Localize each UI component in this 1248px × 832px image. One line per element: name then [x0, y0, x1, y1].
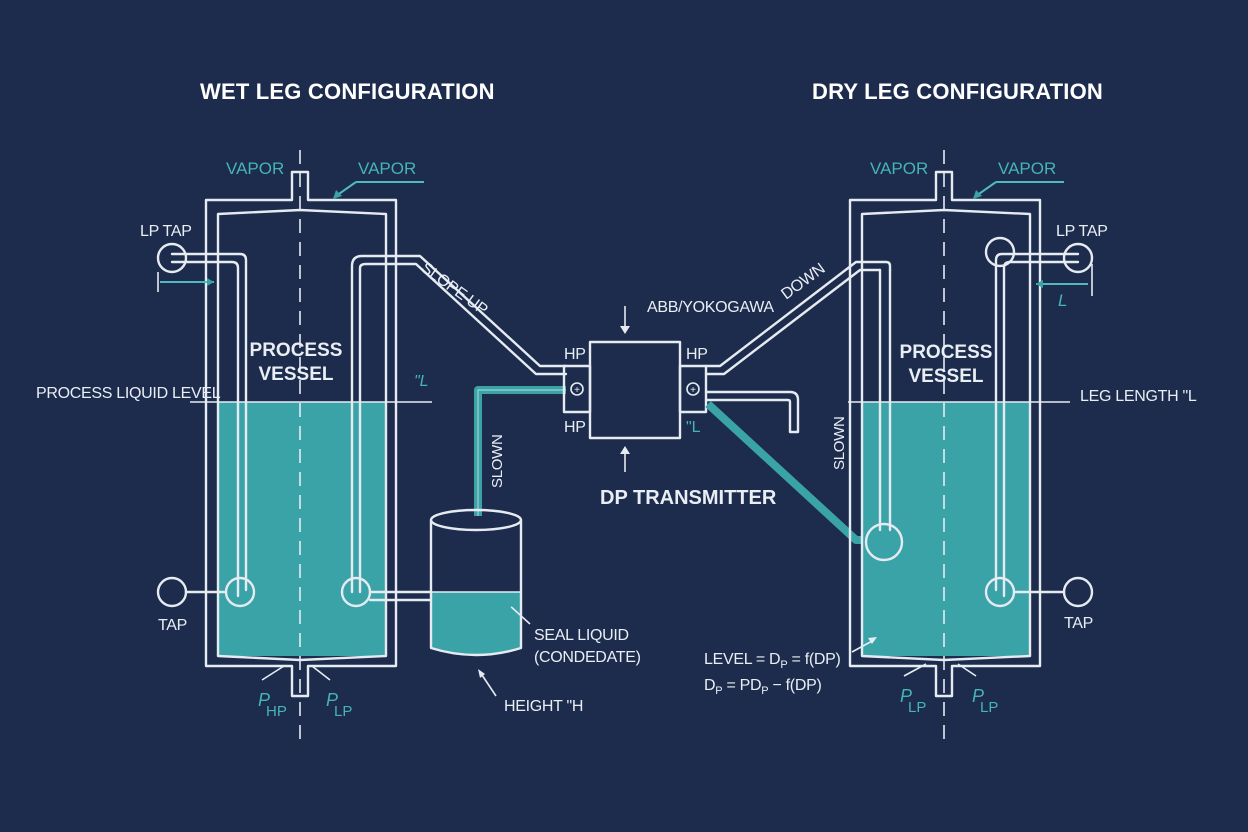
- p-lp2-pointer: [957, 663, 977, 677]
- right-internal-pipe-b: [878, 268, 892, 532]
- p-lp2-label-sub: LP: [980, 699, 998, 716]
- height-pointer: [479, 671, 497, 697]
- seal-pot-body: [429, 518, 523, 657]
- hp-port-right: [678, 364, 708, 414]
- left-vapor-label-1: VAPOR: [226, 159, 284, 178]
- left-vessel-label-line1: PROCESS: [250, 340, 343, 361]
- wet-leg-title: WET LEG CONFIGURATION: [200, 79, 495, 104]
- left-impulse-line: [390, 254, 568, 376]
- seal-pot: [429, 508, 523, 657]
- right-upper-pipe-elbow: [984, 236, 1016, 268]
- hp-left-top-label: HP: [564, 346, 586, 363]
- hp-right-top-label: HP: [686, 346, 708, 363]
- height-arrowhead: [478, 669, 485, 678]
- wet-leg-vessel: [156, 150, 432, 745]
- dry-leg-teal-line: [705, 401, 882, 544]
- left-internal-pipe-a: [170, 252, 248, 598]
- abb-arrowhead: [620, 326, 630, 334]
- slope-up-label: SLOPE UP: [418, 259, 491, 318]
- p-lp-label-main: P: [326, 690, 338, 710]
- left-vapor-label-2: VAPOR: [358, 159, 416, 178]
- leg-length-label: LEG LENGTH "L: [1080, 388, 1197, 405]
- level-equation-arrowhead: [868, 637, 877, 644]
- seal-liquid: [431, 592, 521, 655]
- hp-port-left-screw: [570, 382, 584, 396]
- right-vessel-shell: [848, 170, 1042, 698]
- tap-right-label: TAP: [1064, 615, 1093, 632]
- right-vapor-label-2: VAPOR: [998, 159, 1056, 178]
- hp-port-right-screw: [686, 382, 700, 396]
- level-equation-pointer: [851, 639, 875, 653]
- p-hp-label-main: P: [258, 690, 270, 710]
- right-dry-leg-elbow: [864, 522, 904, 562]
- left-internal-pipe-b: [350, 254, 394, 594]
- lp-tap-right-label: LP TAP: [1056, 223, 1108, 240]
- hp-left-bottom-label: HP: [564, 419, 586, 436]
- seal-liquid-label-2: (CONDEDATE): [534, 649, 641, 666]
- right-impulse-line: [704, 260, 892, 376]
- height-h-label: HEIGHT "H: [504, 698, 583, 715]
- dp-transmitter-label: DP TRANSMITTER: [600, 487, 777, 509]
- dp-transmitter: + +: [562, 340, 708, 440]
- level-equation-line1: LEVEL = DP = f(DP): [704, 651, 841, 671]
- tap-right: [1062, 576, 1094, 608]
- seal-pot-top: [429, 508, 523, 532]
- p-lp1-label-sub: LP: [908, 699, 926, 716]
- p-lp-pointer: [311, 665, 331, 681]
- tap-left-label: TAP: [158, 617, 187, 634]
- right-vapor-label-1: VAPOR: [870, 159, 928, 178]
- p-lp1-label-main: P: [900, 686, 912, 706]
- plus-icon-left: +: [574, 385, 580, 396]
- dp-transmitter-body: [588, 340, 682, 440]
- p-hp-pointer: [261, 665, 285, 681]
- process-liquid-level-label: PROCESS LIQUID LEVEL: [36, 385, 221, 402]
- lp-tap-left: [156, 242, 188, 274]
- slown-right-label: SLOWN: [831, 416, 848, 470]
- seal-liquid-label-1: SEAL LIQUID: [534, 627, 629, 644]
- tap-left: [156, 576, 188, 608]
- lp-tap-left-label: LP TAP: [140, 223, 192, 240]
- p-lp-label-sub: LP: [334, 703, 352, 720]
- down-label: DOWN: [778, 260, 828, 303]
- right-l-mark: L: [1058, 291, 1067, 310]
- p-lp1-pointer: [903, 663, 927, 677]
- seal-pot-feed-line: [368, 590, 432, 602]
- right-vessel-label-line2: VESSEL: [909, 366, 984, 387]
- wet-leg-teal-line-edge: [477, 389, 566, 516]
- p-hp-label-sub: HP: [266, 703, 287, 720]
- slown-left-label: SLOWN: [489, 434, 506, 488]
- l-right-label: "L: [686, 419, 701, 436]
- left-vapor-arrowhead: [333, 190, 342, 199]
- level-equation-line2: DP = PDP − f(DP): [704, 677, 822, 697]
- right-lp-tap-arrowhead: [1036, 280, 1043, 288]
- dry-leg-title: DRY LEG CONFIGURATION: [812, 79, 1103, 104]
- left-vessel-label-line2: VESSEL: [259, 364, 334, 385]
- right-vapor-arrowhead: [973, 190, 982, 199]
- abb-yokogawa-label: ABB/YOKOGAWA: [647, 299, 774, 316]
- dry-leg-vessel: [848, 150, 1094, 745]
- left-l-mark: "L: [414, 373, 429, 390]
- plus-icon-right: +: [690, 385, 696, 396]
- dp-arrowhead: [620, 446, 630, 454]
- right-vessel-label-line1: PROCESS: [900, 342, 993, 363]
- lp-tap-arrowhead: [207, 278, 214, 286]
- left-vessel-shell: [204, 170, 398, 698]
- lp-tap-right: [1062, 242, 1094, 274]
- right-drain-pipe: [704, 390, 800, 434]
- p-lp2-label-main: P: [972, 686, 984, 706]
- seal-liquid-arrowhead: [505, 601, 514, 609]
- seal-liquid-pointer: [507, 603, 531, 625]
